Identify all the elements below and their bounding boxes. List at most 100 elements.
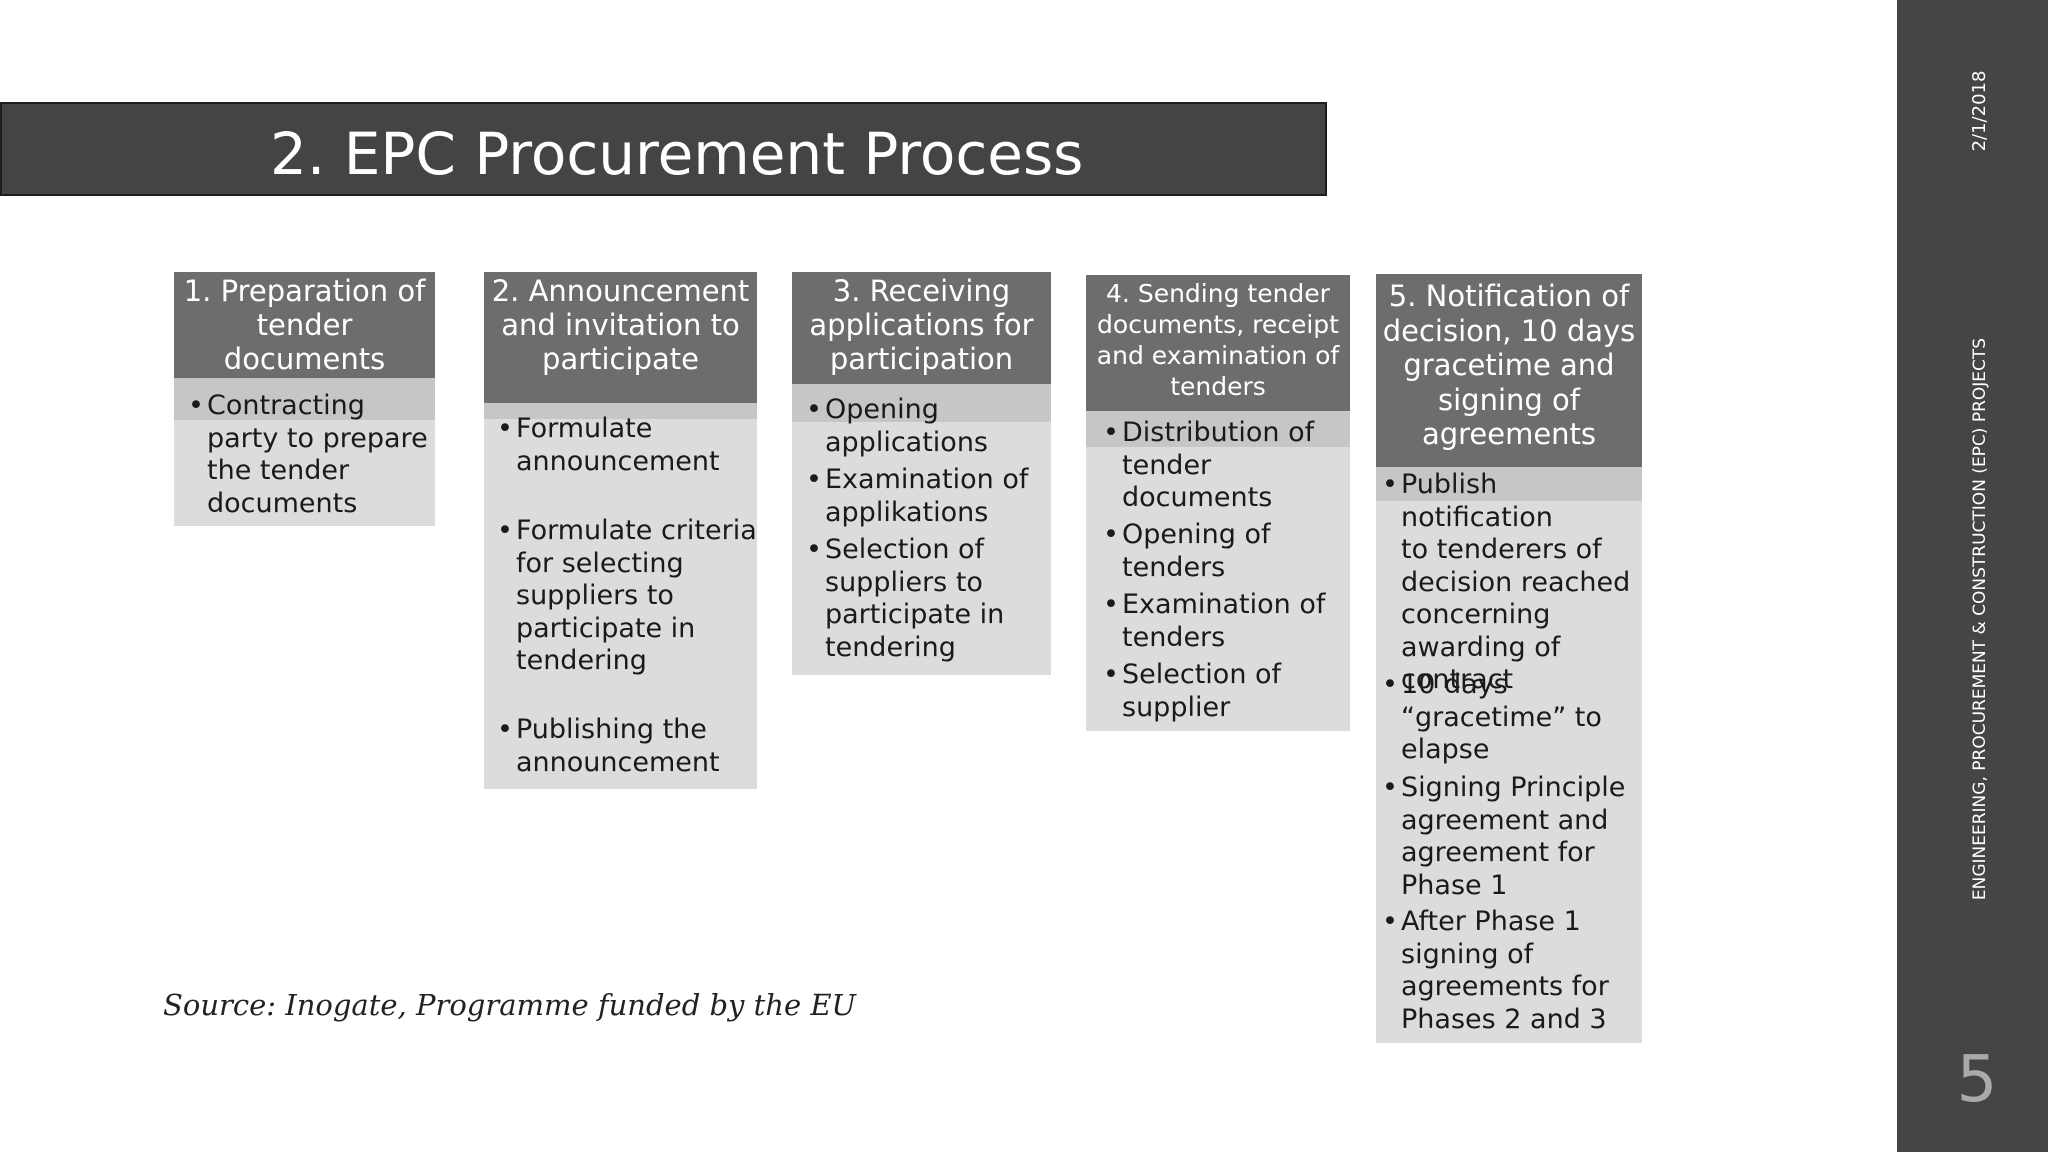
- bullet-line: Contracting: [207, 390, 365, 421]
- bullet-line: Examination of: [1122, 589, 1326, 620]
- step-1-header-line: tender: [256, 308, 353, 342]
- bullet-line: tender: [1122, 449, 1212, 481]
- bullet-line: Examination of: [825, 464, 1029, 495]
- step-2-header: 2. Announcement and invitation to partic…: [484, 272, 757, 403]
- bullet-line: announcement: [516, 445, 720, 477]
- bullet-line: suppliers to: [825, 566, 983, 598]
- bullet-dot: •: [1382, 469, 1398, 500]
- slide-sidebar: [1897, 0, 2048, 1152]
- bullet-item: • Selection of supplier: [1103, 659, 1282, 724]
- bullet-dot: •: [806, 464, 822, 495]
- slide-date: 2/1/2018: [1969, 70, 1990, 152]
- bullet-line: After Phase 1: [1401, 906, 1581, 937]
- bullet-line: elapse: [1401, 734, 1490, 765]
- step-3-body: • Opening applications • Examination of …: [792, 384, 1051, 675]
- bullet-line: tenders: [1122, 621, 1226, 653]
- slide-title: 2. EPC Procurement Process: [270, 120, 1084, 188]
- step-2-body: • Formulate announcement • Formulate cri…: [484, 403, 757, 789]
- bullet-dot: •: [806, 394, 822, 425]
- bullet-line: Signing Principle: [1401, 772, 1626, 803]
- step-2-first-bullet-band: [484, 403, 757, 419]
- bullet-line: supplier: [1122, 691, 1231, 723]
- step-3-header: 3. Receiving applications for participat…: [792, 272, 1051, 384]
- bullet-line: Opening of: [1122, 519, 1271, 550]
- bullet-dot: •: [188, 390, 204, 421]
- bullet-line: Publish notification: [1401, 469, 1553, 533]
- step-2-header-line: 2. Announcement: [491, 274, 750, 308]
- bullet-item: • Signing Principle agreement and agreem…: [1382, 772, 1626, 902]
- bullet-line: announcement: [516, 746, 720, 778]
- bullet-line: participate in: [516, 612, 696, 644]
- step-3-header-line: applications for: [809, 308, 1034, 342]
- bullet-line: agreement for: [1401, 837, 1595, 868]
- bullet-item: • Formulate criteria for selecting suppl…: [497, 515, 757, 678]
- bullet-line: signing of: [1401, 938, 1534, 970]
- bullet-line: applications: [825, 426, 989, 458]
- bullet-line: awarding of: [1401, 631, 1561, 663]
- bullet-item: • Selection of suppliers to participate …: [806, 534, 1005, 664]
- bullet-item: • Examination of applikations: [806, 464, 1029, 529]
- bullet-line: documents: [207, 487, 358, 519]
- bullet-line: Publishing the: [516, 714, 707, 745]
- bullet-dot: •: [1103, 519, 1119, 550]
- bullet-line: 10 days: [1401, 669, 1508, 700]
- step-3-header-line: participation: [829, 342, 1014, 376]
- step-4-header: 4. Sending tender documents, receipt and…: [1086, 275, 1350, 411]
- bullet-dot: •: [1382, 772, 1398, 803]
- bullet-line: agreements for: [1401, 971, 1609, 1002]
- bullet-line: Selection of: [825, 534, 985, 565]
- bullet-dot: •: [1103, 659, 1119, 690]
- bullet-item: • Contracting party to prepare the tende…: [188, 390, 428, 520]
- bullet-dot: •: [1382, 669, 1398, 700]
- step-4-header-line: documents, receipt: [1097, 310, 1339, 339]
- step-4-first-bullet-band: [1086, 411, 1350, 447]
- bullet-dot: •: [497, 515, 513, 546]
- bullet-item: • Formulate announcement: [497, 413, 720, 478]
- step-1-body: • Contracting party to prepare the tende…: [174, 378, 435, 526]
- bullet-line: Phase 1: [1401, 869, 1508, 901]
- bullet-dot: •: [1382, 906, 1398, 937]
- step-5-first-bullet-band: [1376, 467, 1642, 501]
- bullet-line: tenders: [1122, 551, 1226, 583]
- bullet-dot: •: [497, 413, 513, 444]
- step-4-header-line: and examination of: [1096, 341, 1340, 370]
- bullet-line: tendering: [825, 631, 956, 663]
- bullet-line: the tender: [207, 455, 350, 486]
- step-1-first-bullet-band: [174, 378, 435, 420]
- bullet-line: concerning: [1401, 599, 1551, 630]
- step-5-header-line: agreements: [1421, 417, 1597, 451]
- bullet-line: party to prepare: [207, 422, 428, 454]
- bullet-line: decision reached: [1401, 566, 1631, 598]
- bullet-line: for selecting: [516, 547, 684, 579]
- bullet-line: agreement and: [1401, 804, 1609, 836]
- bullet-line: suppliers to: [516, 580, 674, 611]
- bullet-line: participate in: [825, 599, 1005, 630]
- step-4-body: • Distribution of tender documents • Ope…: [1086, 411, 1350, 731]
- slide-title-bar: 2. EPC Procurement Process: [0, 102, 1327, 196]
- step-4-header-line: 4. Sending tender: [1106, 279, 1330, 308]
- step-1-header: 1. Preparation of tender documents: [174, 272, 435, 378]
- bullet-item: • 10 days “gracetime” to elapse: [1382, 669, 1602, 767]
- bullet-line: Formulate criteria: [516, 515, 757, 546]
- step-5-body: • Publish notification to tenderers of d…: [1376, 467, 1642, 1043]
- step-2-header-line: participate: [542, 342, 699, 376]
- step-5-header-line: 5. Notification of: [1388, 279, 1630, 313]
- step-4-header-line: tenders: [1170, 372, 1266, 401]
- bullet-line: Selection of: [1122, 659, 1282, 690]
- bullet-line: “gracetime” to: [1401, 701, 1602, 733]
- bullet-dot: •: [1103, 417, 1119, 448]
- bullet-line: Opening: [825, 394, 939, 425]
- step-5-header-line: signing of: [1438, 382, 1580, 417]
- bullet-line: Formulate: [516, 413, 653, 444]
- bullet-dot: •: [497, 714, 513, 745]
- bullet-line: Phases 2 and 3: [1401, 1003, 1607, 1035]
- source-caption: Source: Inogate, Programme funded by the…: [163, 988, 856, 1022]
- bullet-item: • Publishing the announcement: [497, 714, 720, 779]
- bullet-line: to tenderers of: [1401, 534, 1602, 565]
- bullet-item: • Publish notification to tenderers of d…: [1382, 469, 1642, 697]
- presentation-footer-title: ENGINEERING, PROCUREMENT & CONSTRUCTION …: [1970, 337, 1990, 901]
- bullet-line: tendering: [516, 645, 647, 676]
- bullet-item: • Examination of tenders: [1103, 589, 1326, 654]
- bullet-line: Distribution of: [1122, 417, 1315, 448]
- step-1-header-line: documents: [223, 342, 386, 376]
